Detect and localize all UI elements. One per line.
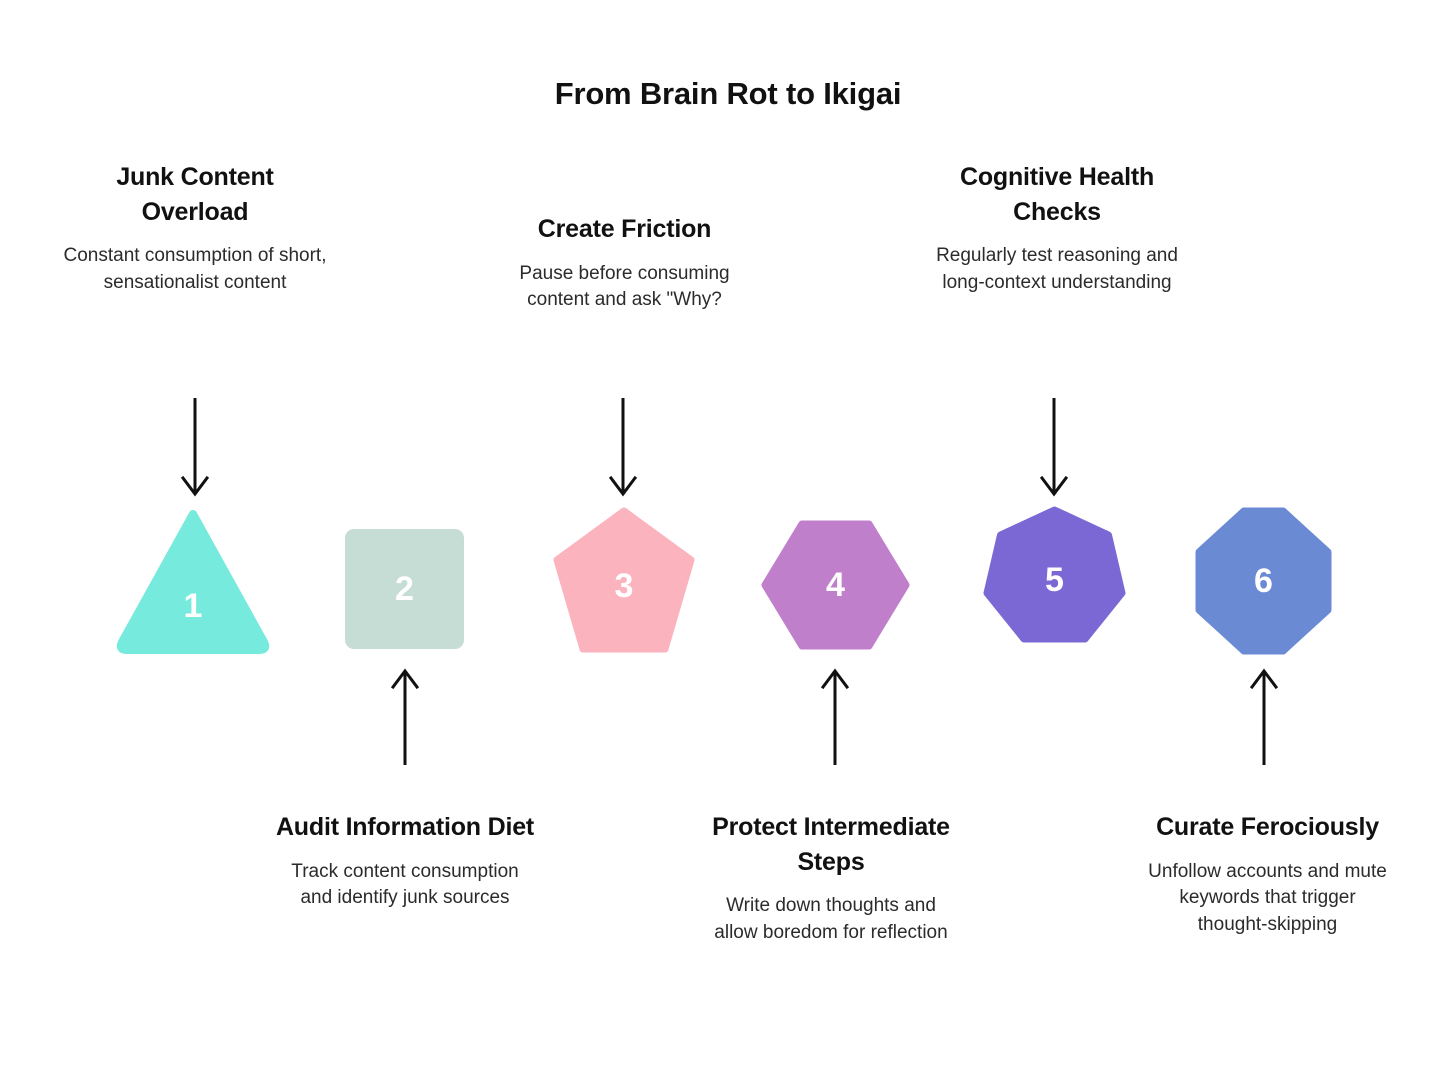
step-title-1: Junk Content Overload bbox=[116, 163, 274, 226]
step-shape-1: 1 bbox=[116, 510, 270, 654]
step-shape-4: 4 bbox=[761, 520, 910, 650]
arrow-up-6 bbox=[1247, 665, 1281, 767]
page-title: From Brain Rot to Ikigai bbox=[554, 76, 902, 111]
arrow-up-4 bbox=[818, 665, 852, 767]
step-title-2: Audit Information Diet bbox=[275, 813, 535, 841]
step-description-3: Pause before consuming content and ask "… bbox=[519, 262, 730, 311]
step-description-4: Write down thoughts and allow boredom fo… bbox=[714, 895, 948, 943]
step-label-2: Audit Information Diet Track content con… bbox=[275, 810, 535, 912]
step-label-5: Cognitive Health Checks Regularly test r… bbox=[922, 160, 1192, 297]
step-shape-6: 6 bbox=[1195, 507, 1332, 655]
step-title-6: Curate Ferociously bbox=[1156, 813, 1379, 841]
step-label-3: Create Friction Pause before consuming c… bbox=[492, 212, 757, 314]
step-label-4: Protect Intermediate Steps Write down th… bbox=[705, 810, 957, 947]
arrow-down-5 bbox=[1037, 398, 1071, 500]
step-shape-2: 2 bbox=[343, 527, 466, 651]
step-description-5: Regularly test reasoning and long-contex… bbox=[936, 245, 1178, 293]
step-label-1: Junk Content Overload Constant consumpti… bbox=[60, 160, 330, 297]
step-description-1: Constant consumption of short, sensation… bbox=[63, 245, 327, 293]
arrow-up-2 bbox=[388, 665, 422, 767]
step-title-5: Cognitive Health Checks bbox=[959, 163, 1155, 226]
arrow-down-1 bbox=[178, 398, 212, 500]
step-title-4: Protect Intermediate Steps bbox=[712, 813, 950, 876]
step-shape-5: 5 bbox=[983, 506, 1126, 654]
step-description-2: Track content consumption and identify j… bbox=[291, 860, 519, 909]
step-description-6: Unfollow accounts and mute keywords that… bbox=[1148, 860, 1387, 936]
step-title-3: Create Friction bbox=[537, 215, 712, 243]
arrow-down-3 bbox=[606, 398, 640, 500]
step-label-6: Curate Ferociously Unfollow accounts and… bbox=[1145, 810, 1390, 939]
step-shape-3: 3 bbox=[553, 507, 695, 653]
